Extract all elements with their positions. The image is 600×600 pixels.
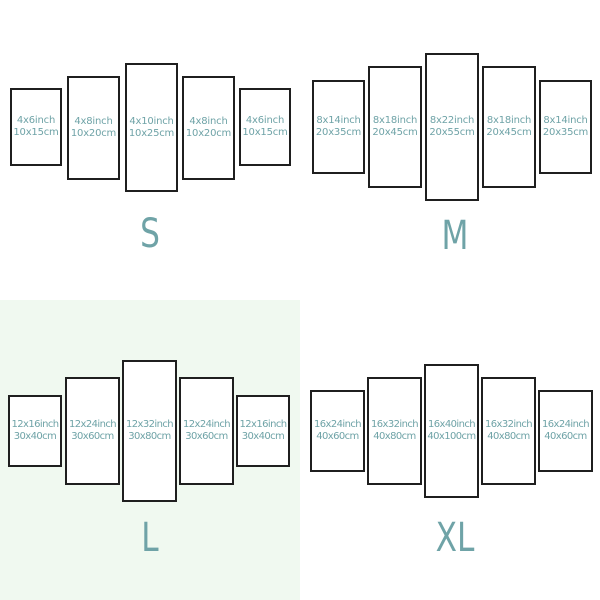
- size-m-panel-1: 8x14inch 20x35cm: [312, 80, 365, 174]
- panel-cm-label: 30x60cm: [185, 431, 228, 442]
- panel-inch-label: 8x14inch: [543, 115, 588, 126]
- size-l-panel-4: 12x24inch 30x60cm: [179, 377, 234, 485]
- size-xl-quadrant: 16x24inch 40x60cm 16x32inch 40x80cm 16x4…: [300, 300, 600, 600]
- panel-inch-label: 12x16inch: [11, 419, 60, 430]
- panel-cm-label: 20x35cm: [315, 127, 362, 138]
- size-xl-panel-5: 16x24inch 40x60cm: [538, 390, 593, 472]
- panel-inch-label: 4x10inch: [129, 115, 174, 127]
- panel-inch-label: 12x16inch: [239, 419, 288, 430]
- size-m-panel-2: 8x18inch 20x45cm: [368, 66, 422, 188]
- panel-cm-label: 30x60cm: [71, 431, 114, 442]
- panel-cm-label: 10x15cm: [242, 127, 288, 138]
- panel-inch-label: 12x24inch: [183, 419, 231, 430]
- panel-inch-label: 4x8inch: [74, 116, 113, 127]
- panel-inch-label: 12x24inch: [69, 419, 117, 430]
- panel-inch-label: 8x18inch: [486, 115, 532, 126]
- panel-cm-label: 30x40cm: [13, 431, 57, 442]
- size-l-panel-3: 12x32inch 30x80cm: [122, 360, 177, 502]
- panel-cm-label: 40x80cm: [373, 431, 416, 442]
- panel-cm-label: 10x25cm: [128, 127, 175, 139]
- size-s-quadrant: 4x6inch 10x15cm 4x8inch 10x20cm 4x10inch…: [0, 0, 300, 300]
- panel-cm-label: 10x20cm: [70, 128, 117, 139]
- size-m-quadrant: 8x14inch 20x35cm 8x18inch 20x45cm 8x22in…: [300, 0, 600, 300]
- panel-cm-label: 20x35cm: [542, 127, 589, 138]
- size-xl-panel-1: 16x24inch 40x60cm: [310, 390, 365, 472]
- size-s-panel-1: 4x6inch 10x15cm: [10, 88, 62, 166]
- size-m-label: M: [441, 213, 469, 259]
- size-l-panel-5: 12x16inch 30x40cm: [236, 395, 290, 467]
- panel-inch-label: 8x14inch: [316, 115, 361, 126]
- size-s-panel-3: 4x10inch 10x25cm: [125, 63, 178, 192]
- size-m-panel-3: 8x22inch 20x55cm: [425, 53, 479, 201]
- size-xl-panel-4: 16x32inch 40x80cm: [481, 377, 536, 485]
- panel-inch-label: 4x8inch: [189, 116, 228, 127]
- size-s-label: S: [140, 211, 160, 257]
- panel-cm-label: 30x40cm: [241, 431, 285, 442]
- size-m-panel-4: 8x18inch 20x45cm: [482, 66, 536, 188]
- panel-inch-label: 16x24inch: [542, 419, 590, 430]
- size-l-panel-2: 12x24inch 30x60cm: [65, 377, 120, 485]
- panel-inch-label: 12x32inch: [126, 419, 174, 430]
- panel-cm-label: 40x60cm: [544, 431, 587, 442]
- size-s-panel-2: 4x8inch 10x20cm: [67, 76, 120, 180]
- size-l-label: L: [141, 515, 159, 561]
- panel-inch-label: 16x24inch: [314, 419, 362, 430]
- size-l-panel-1: 12x16inch 30x40cm: [8, 395, 62, 467]
- panel-inch-label: 8x22inch: [429, 115, 475, 126]
- panel-inch-label: 4x6inch: [245, 115, 285, 126]
- panel-cm-label: 10x20cm: [185, 128, 232, 139]
- size-xl-panel-2: 16x32inch 40x80cm: [367, 377, 422, 485]
- size-s-panel-4: 4x8inch 10x20cm: [182, 76, 235, 180]
- panel-inch-label: 16x32inch: [485, 419, 533, 430]
- panel-inch-label: 4x6inch: [16, 115, 56, 126]
- size-s-panel-5: 4x6inch 10x15cm: [239, 88, 291, 166]
- panel-cm-label: 10x15cm: [13, 127, 59, 138]
- size-m-panel-5: 8x14inch 20x35cm: [539, 80, 592, 174]
- panel-inch-label: 16x40inch: [428, 419, 476, 430]
- size-xl-label: XL: [435, 515, 475, 561]
- panel-cm-label: 20x45cm: [372, 127, 418, 138]
- panel-cm-label: 20x45cm: [486, 127, 532, 138]
- panel-cm-label: 40x80cm: [487, 431, 530, 442]
- panel-inch-label: 16x32inch: [371, 419, 419, 430]
- size-xl-panel-3: 16x40inch 40x100cm: [424, 364, 479, 498]
- panel-inch-label: 8x18inch: [372, 115, 418, 126]
- panel-cm-label: 20x55cm: [429, 127, 475, 138]
- size-l-quadrant: 12x16inch 30x40cm 12x24inch 30x60cm 12x3…: [0, 300, 300, 600]
- panel-cm-label: 40x60cm: [316, 431, 359, 442]
- panel-cm-label: 40x100cm: [427, 431, 476, 442]
- panel-cm-label: 30x80cm: [128, 431, 171, 442]
